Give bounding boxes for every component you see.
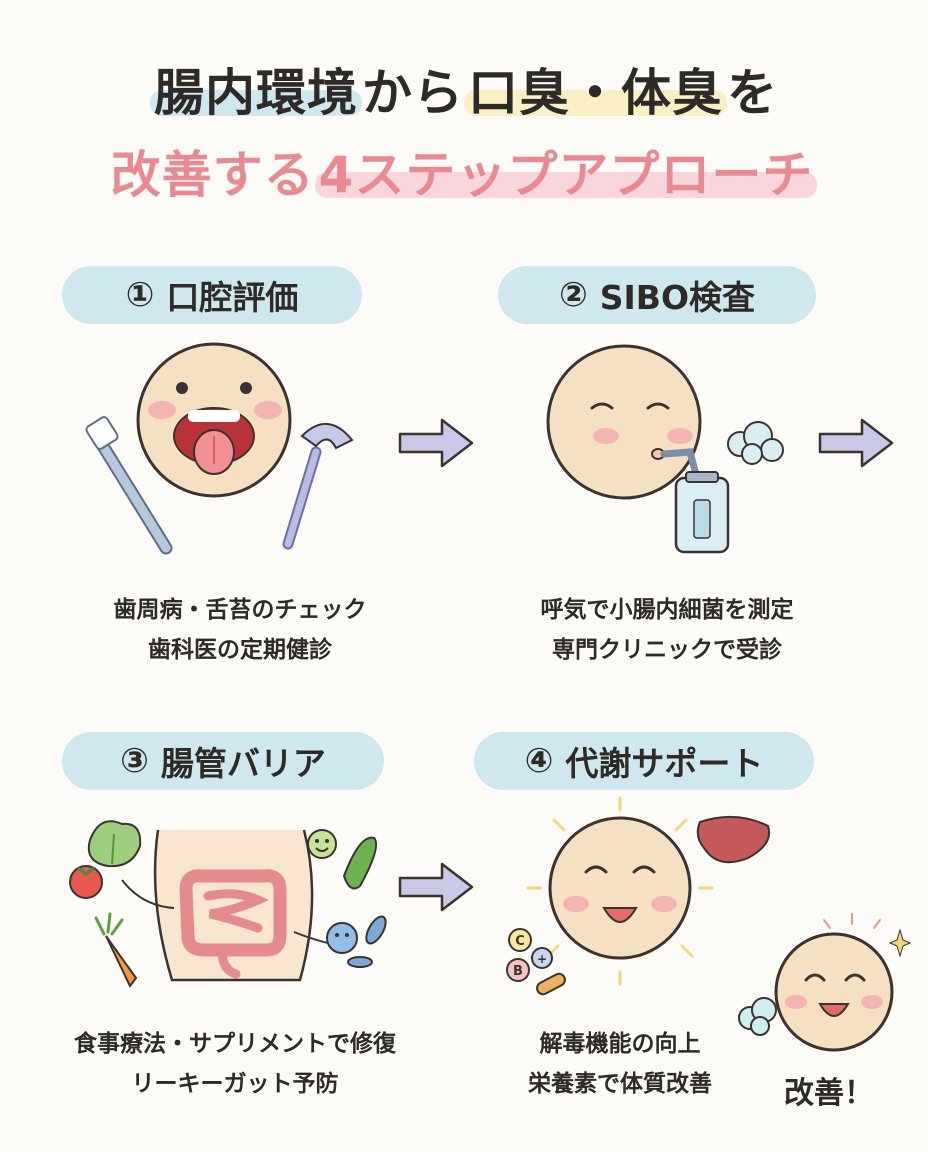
lettuce-icon	[87, 820, 142, 868]
step-3-pill: ③ 腸管バリア	[62, 732, 384, 790]
arrow-right-icon	[398, 862, 474, 912]
arrow-right-icon	[818, 418, 894, 468]
step-3-label: 腸管バリア	[160, 744, 326, 783]
step-2-number: ②	[558, 275, 588, 315]
step-4-caption: 解毒機能の向上 栄養素で体質改善	[470, 1024, 770, 1104]
oral-check-illustration	[85, 342, 354, 555]
step-2-caption-line-1: 呼気で小腸内細菌を測定	[540, 597, 794, 623]
improved-face-illustration	[738, 913, 912, 1052]
step-2-caption: 呼気で小腸内細菌を測定 専門クリニックで受診	[462, 590, 872, 670]
breath-test-illustration	[546, 344, 784, 554]
vitamin-b-label: B	[513, 964, 523, 979]
step-3-caption-line-2: リーキーガット予防	[131, 1071, 339, 1097]
title-from: から	[362, 64, 464, 122]
step-1-pill: ① 口腔評価	[62, 266, 362, 324]
step-3-caption: 食事療法・サプリメントで修復 リーキーガット予防	[20, 1024, 450, 1104]
title-improve: 改善する	[110, 146, 315, 204]
arrow-right-icon	[398, 418, 474, 468]
step-4-number: ④	[524, 741, 554, 781]
step-2-label: SIBO検査	[599, 278, 756, 317]
liver-icon	[696, 815, 770, 864]
happy-face-icon	[774, 932, 894, 1052]
toothbrush-icon	[85, 416, 173, 555]
title-particle: を	[727, 64, 778, 122]
title-line-1: 腸内環境から口臭・体臭を	[0, 68, 928, 118]
title-gut-environment: 腸内環境	[150, 68, 362, 118]
carrot-icon	[94, 912, 138, 988]
happy-bacteria-icon	[307, 829, 337, 859]
step-4-caption-line-1: 解毒機能の向上	[539, 1031, 701, 1057]
vitamin-icons: C + B	[506, 928, 566, 996]
sun-rays-icon	[526, 796, 714, 986]
gut-barrier-illustration	[69, 820, 387, 988]
step-1-caption: 歯周病・舌苔のチェック 歯科医の定期健診	[40, 590, 440, 670]
title-odor: 口臭・体臭	[464, 68, 727, 118]
arrow-into-gut-icon	[121, 879, 175, 909]
blowing-face-icon	[546, 344, 702, 500]
step-1-number: ①	[125, 275, 155, 315]
fresh-breath-puff-icon	[738, 997, 777, 1036]
open-mouth-face-icon	[136, 342, 292, 498]
step-3-number: ③	[120, 741, 149, 781]
improvement-label: 改善！	[784, 1076, 874, 1111]
sparkle-icon	[823, 913, 912, 958]
step-2-caption-line-2: 専門クリニックで受診	[552, 637, 782, 663]
vitamin-c-label: C	[515, 934, 525, 949]
title-line-2: 改善する4ステップアプローチ	[0, 150, 928, 200]
step-1-caption-line-1: 歯周病・舌苔のチェック	[113, 597, 367, 623]
step-4-pill: ④ 代謝サポート	[474, 732, 814, 790]
blue-bacteria-icon	[326, 915, 387, 968]
step-1-label: 口腔評価	[166, 278, 299, 317]
intestine-icon	[179, 869, 287, 979]
smiling-face-icon	[548, 816, 692, 960]
breath-bag-icon	[660, 448, 730, 554]
tongue-scraper-icon	[282, 422, 354, 550]
vitamin-plus-label: +	[537, 952, 547, 966]
step-1-caption-line-2: 歯科医の定期健診	[148, 637, 332, 663]
step-4-caption-line-2: 栄養素で体質改善	[528, 1071, 712, 1097]
title-block: 腸内環境から口臭・体臭を 改善する4ステップアプローチ	[0, 0, 928, 230]
metabolism-support-illustration: C + B	[506, 796, 770, 996]
breath-puff-icon	[727, 421, 784, 465]
step-4-label: 代謝サポート	[565, 744, 764, 783]
tomato-icon	[69, 865, 103, 899]
cucumber-icon	[342, 836, 378, 890]
title-four-steps: 4ステップアプローチ	[314, 150, 818, 200]
step-2-pill: ② SIBO検査	[498, 266, 816, 324]
step-3-caption-line-1: 食事療法・サプリメントで修復	[74, 1031, 396, 1057]
